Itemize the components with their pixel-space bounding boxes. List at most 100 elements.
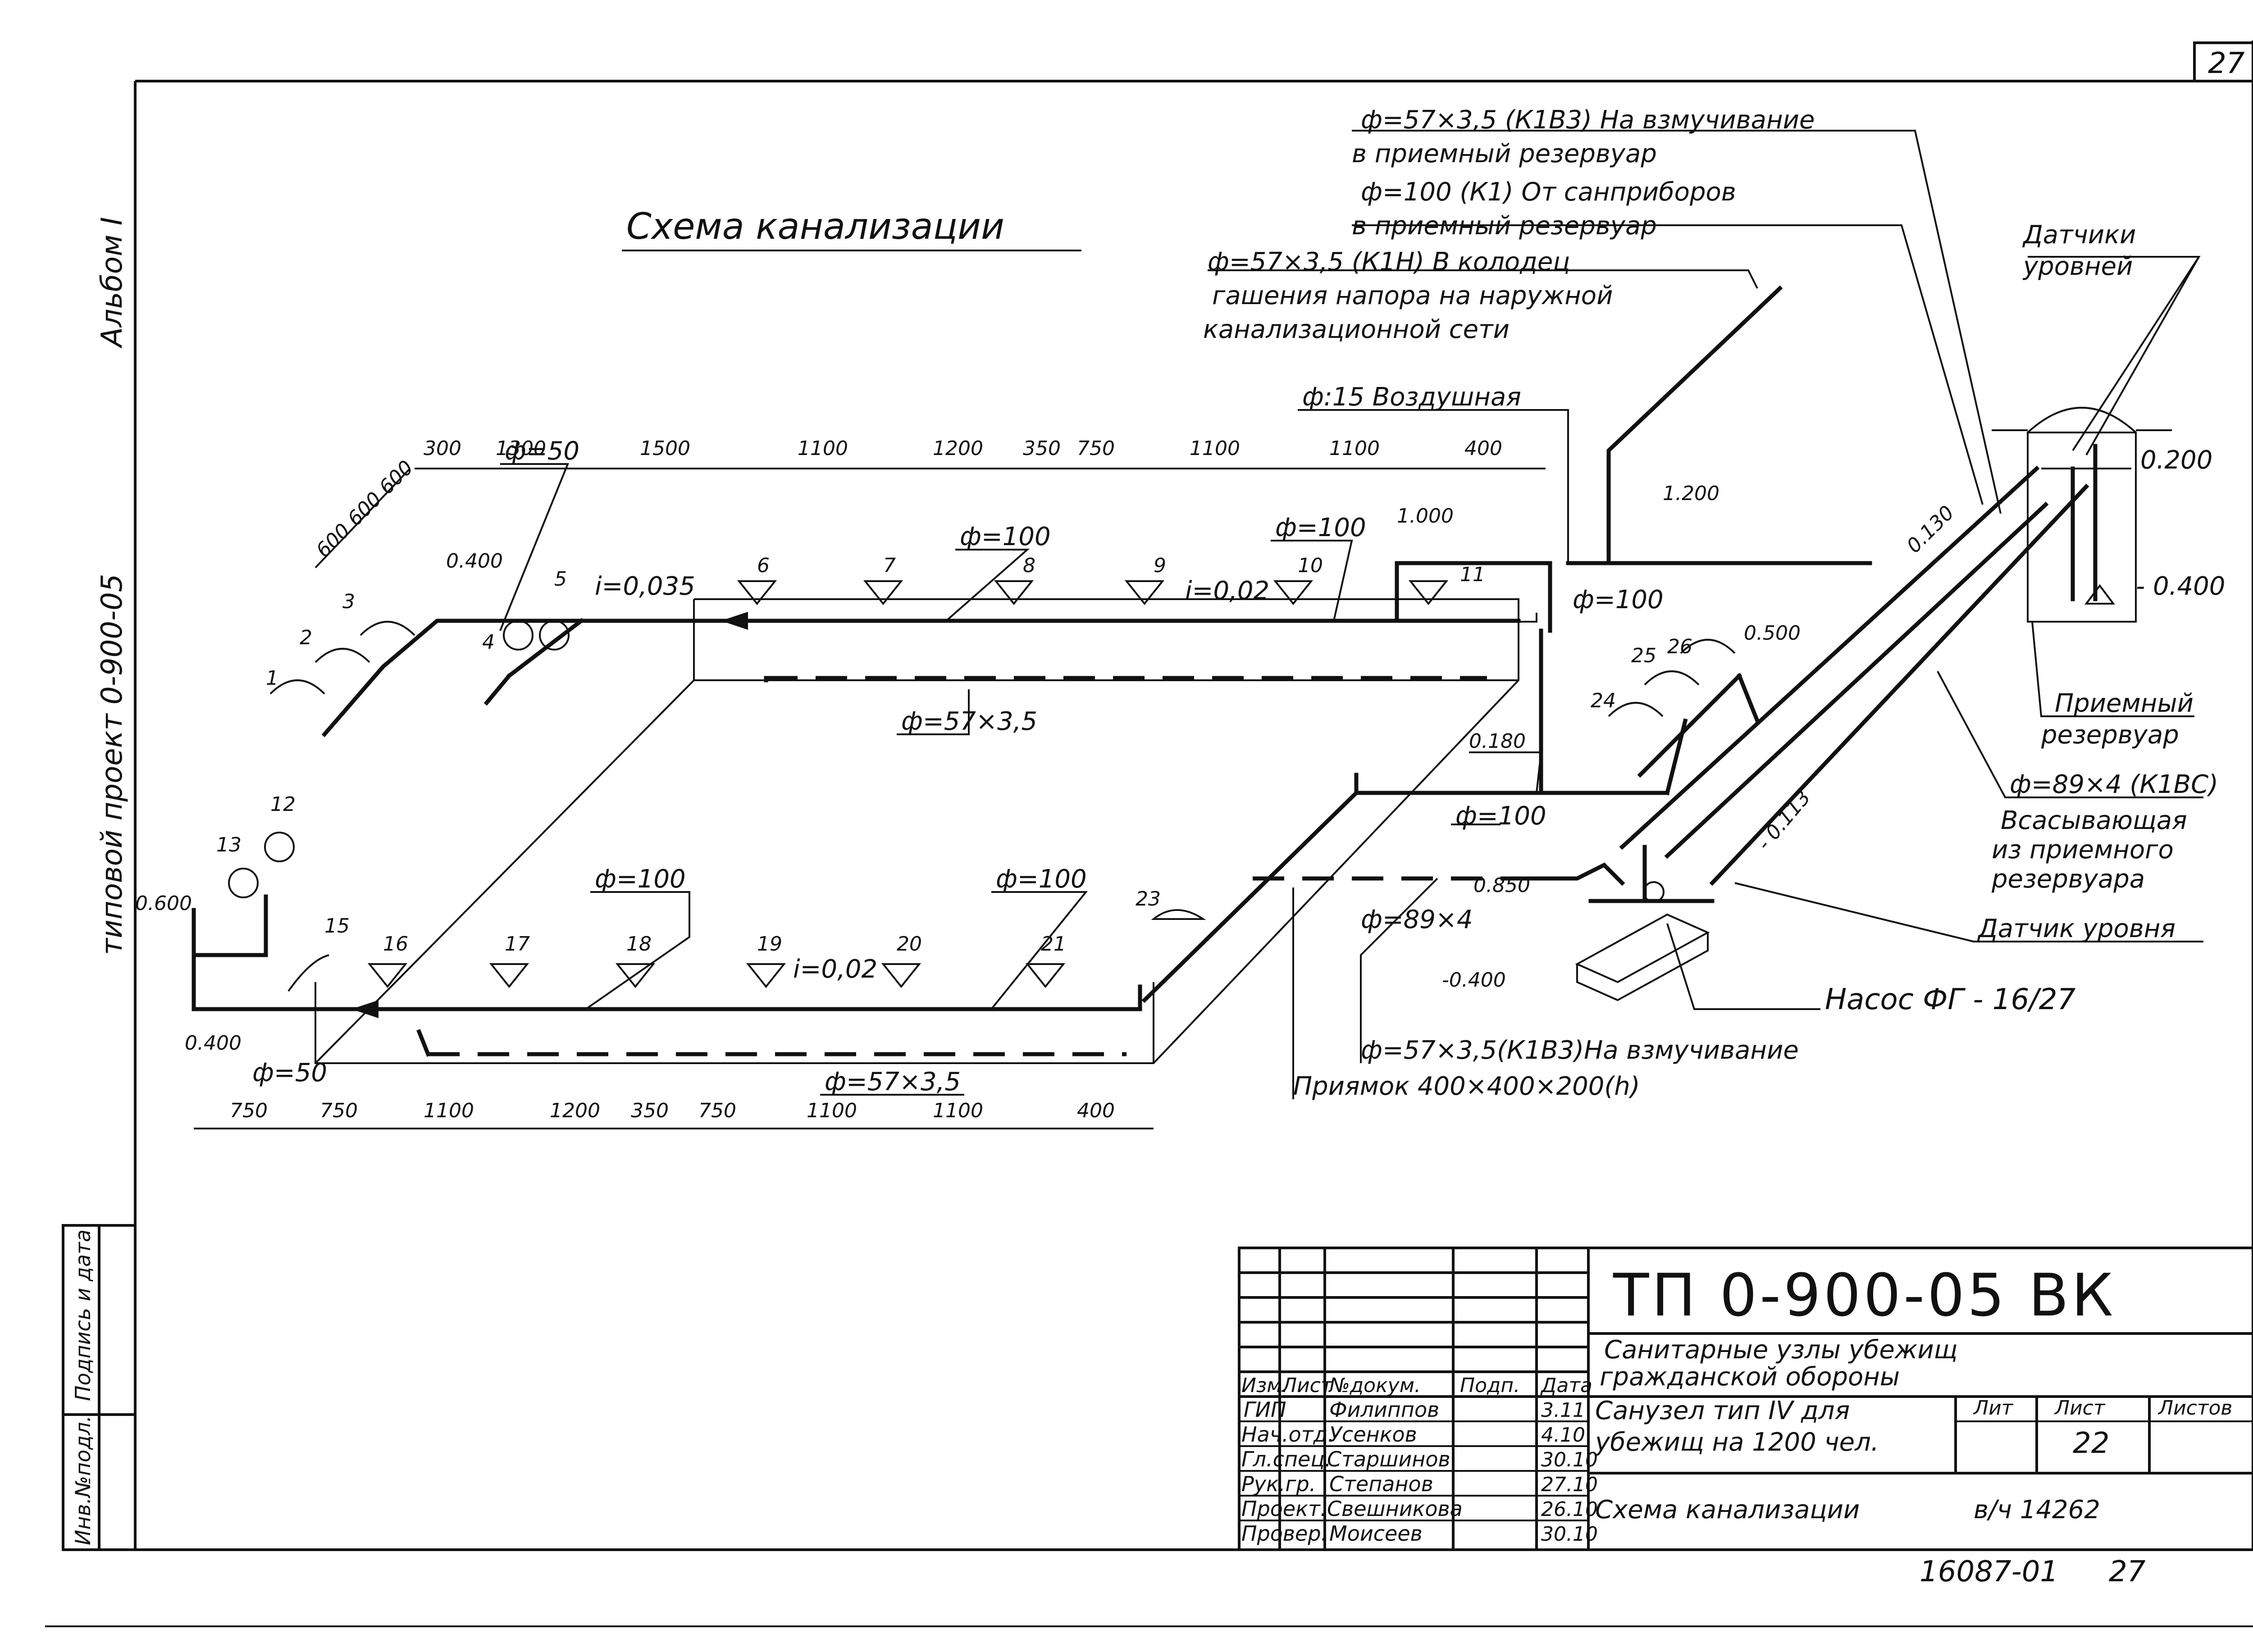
flow-arrow [721, 612, 748, 630]
elev-0600: 0.600 [135, 892, 192, 915]
bottom-code: 16087-01 [1920, 1555, 2058, 1588]
tb-name: Старшинов [1327, 1447, 1450, 1471]
tb-head-date: Дата [1540, 1374, 1592, 1397]
fixture-number: 26 [1667, 635, 1692, 658]
suction-line3: из приемного [1992, 835, 2174, 865]
pit-label: Приямок 400×400×200(h) [1293, 1072, 1640, 1101]
title-block-grid [1238, 1247, 2253, 1551]
pipe-label-d100-e: ф=100 [595, 865, 686, 894]
tb-head-sheets: Листов [2157, 1397, 2232, 1420]
elev-1200: 1.200 [1663, 482, 1719, 505]
elev-m0400b: -0.400 [1442, 969, 1506, 992]
dim-top: 300 [424, 437, 461, 460]
right-fixtures [1608, 639, 1760, 778]
tb-role: Проект. [1241, 1497, 1327, 1521]
dim-top: 350 [1023, 437, 1061, 460]
dim-bottom: 350 [631, 1099, 669, 1122]
pipe-label-d100-c: ф=100 [1573, 585, 1664, 614]
fixture-number: 15 [324, 915, 350, 937]
title-code: ТП 0-900-05 ВК [1613, 1261, 2116, 1329]
fixture-number: 24 [1591, 689, 1616, 712]
tb-role: ГИП [1244, 1397, 1286, 1422]
tb-head-lit: Лит [1973, 1397, 2014, 1420]
elev-0200: 0.200 [2140, 446, 2212, 475]
pipe-label-d50-bottom: ф=50 [252, 1058, 327, 1088]
tb-sheet-no: 22 [2073, 1427, 2109, 1460]
slope-c: i=0,02 [793, 955, 877, 984]
fixture-number: 5 [554, 568, 567, 591]
callout-3-line3: канализационной сети [1203, 315, 1510, 344]
slope-a: i=0,035 [595, 572, 695, 601]
fixture-number: 3 [342, 590, 355, 613]
elev-m0400a: - 0.400 [2136, 572, 2225, 601]
middle-pipes [1141, 628, 1688, 1003]
flow-arrow [351, 1000, 379, 1018]
dim-top: 1100 [1190, 437, 1240, 460]
fixture-number: 2 [300, 626, 312, 649]
dim-bottom: 750 [230, 1099, 268, 1122]
elev-0500: 0.500 [1744, 622, 1801, 645]
slope-b: i=0,02 [1185, 576, 1269, 605]
tb-head-doc: №докум. [1328, 1374, 1421, 1397]
dim-bottom: 1100 [807, 1099, 857, 1122]
callout-2-line2: в приемный резервуар [1352, 211, 1657, 241]
tank-line2: резервуар [2041, 720, 2179, 750]
funnels-top [737, 580, 1449, 605]
fixture-number: 16 [383, 933, 408, 956]
pipe-label-d100-b: ф=100 [1275, 513, 1366, 542]
callout-1-line2: в приемный резервуар [1352, 139, 1657, 168]
tb-head-sign: Подп. [1460, 1374, 1520, 1397]
dim-top: 400 [1464, 437, 1502, 460]
dim-top: 1100 [1329, 437, 1380, 460]
fixture-number: 23 [1136, 887, 1161, 910]
dim-top: 750 [1077, 437, 1115, 460]
tb-date: 3.11 [1541, 1399, 1585, 1422]
level-sensor-label: Датчик уровня [1977, 914, 2175, 943]
fixture-number: 12 [270, 793, 296, 816]
tb-head-izm: Изм. [1241, 1374, 1288, 1397]
tb-name: Степанов [1329, 1472, 1433, 1496]
dim-bottom: 1200 [550, 1099, 600, 1122]
fixture-number: 4 [482, 631, 495, 654]
tb-role: Гл.спец. [1241, 1447, 1331, 1471]
project-label: типовой проект 0-900-05 [96, 574, 129, 955]
title-object-line1: Санузел тип IV для [1595, 1396, 1850, 1425]
top-collector [584, 561, 1552, 683]
dim-top: 1300 [496, 437, 546, 460]
dim-bottom: 1100 [424, 1099, 474, 1122]
dim-top: 1200 [933, 437, 983, 460]
sheet-number: 27 [2208, 47, 2245, 80]
bottom-page: 27 [2109, 1555, 2146, 1588]
leader-lines [499, 130, 2203, 1099]
tb-date: 27.10 [1541, 1473, 1598, 1496]
callout-3-line2: гашения напора на наружной [1212, 281, 1613, 310]
dim-bottom: 400 [1077, 1099, 1115, 1122]
fixture-number: 7 [883, 554, 896, 577]
tb-date: 26.10 [1541, 1498, 1598, 1521]
fixture-number: 13 [216, 833, 242, 856]
dim-side: 600 [343, 487, 386, 530]
tb-name: Свешникова [1327, 1497, 1463, 1521]
tb-inventory: в/ч 14262 [1974, 1495, 2100, 1525]
dim-bottom: 750 [698, 1099, 736, 1122]
dim-bottom: 750 [320, 1099, 358, 1122]
top-left-branch [269, 618, 588, 737]
fixture-number: 1 [266, 667, 278, 690]
dim-top: 1500 [640, 437, 690, 460]
suction-line1: ф=89×4 (К1ВС) [2010, 770, 2218, 799]
suction-line2: Всасывающая [2001, 806, 2187, 835]
pump [1575, 881, 1710, 1001]
tb-date: 4.10 [1541, 1424, 1585, 1447]
fixture-number: 9 [1154, 554, 1166, 577]
sheet-frame [45, 41, 2253, 1627]
tb-date: 30.10 [1541, 1448, 1598, 1471]
pump-label: Насос ФГ - 16/27 [1825, 983, 2075, 1016]
elev-0180: 0.180 [1469, 730, 1526, 753]
tb-role: Рук.гр. [1241, 1472, 1316, 1496]
callout-1-line1: ф=57×3,5 (К1В3) На взмучивание [1361, 105, 1815, 135]
pipe-label-d57-b: ф=57×3,5 [825, 1067, 961, 1097]
tb-name: Моисеев [1329, 1521, 1423, 1546]
dim-top: 1100 [798, 437, 848, 460]
fixture-number: 17 [505, 933, 530, 956]
